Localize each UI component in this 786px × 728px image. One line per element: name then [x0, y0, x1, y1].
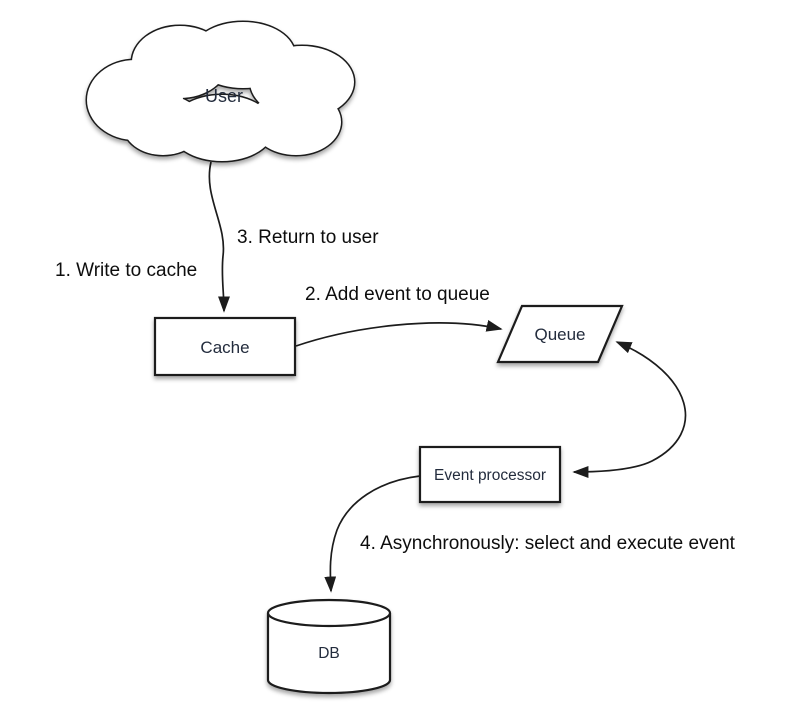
db-node-label: DB: [318, 645, 340, 662]
edge-label-step3: 3. Return to user: [237, 227, 379, 248]
user-node: User: [85, 20, 356, 163]
db-node: DB: [266, 598, 392, 695]
queue-node: Queue: [496, 304, 624, 364]
arrow-event-processor-to-db: [324, 475, 421, 593]
cloud-icon: [85, 20, 356, 163]
event-processor-node: Event processor: [418, 445, 562, 504]
arrow-cache-to-queue: [295, 320, 503, 347]
cache-node: Cache: [153, 316, 297, 377]
event-processor-node-label: Event processor: [434, 467, 546, 484]
edge-label-step4: 4. Asynchronously: select and execute ev…: [360, 533, 736, 554]
cache-node-label: Cache: [200, 338, 249, 357]
edge-label-step2: 2. Add event to queue: [305, 284, 490, 305]
arrow-queue-event-processor-bidirectional: [572, 341, 687, 478]
edge-label-step1: 1. Write to cache: [55, 260, 197, 281]
queue-node-label: Queue: [534, 325, 585, 344]
arrow-user-to-cache: [208, 161, 230, 313]
user-node-label: User: [205, 86, 243, 106]
database-cylinder-icon: [266, 598, 392, 695]
